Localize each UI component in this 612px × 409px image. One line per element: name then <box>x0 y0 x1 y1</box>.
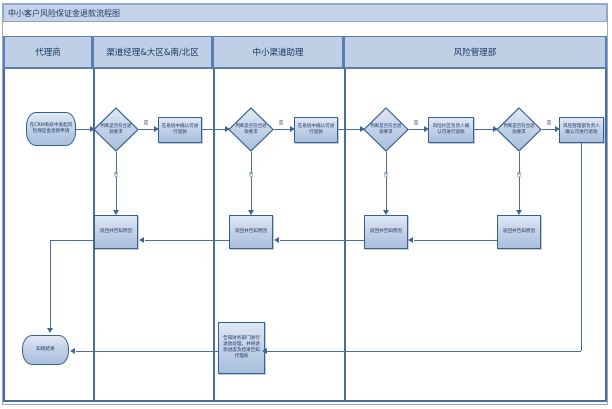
edge-dec4-yes <box>542 129 557 130</box>
edge-reject1-to-end-v <box>50 240 51 330</box>
edge-label-dec2-no: 否 <box>247 172 254 177</box>
edge-dec4-no-arrow <box>516 210 522 215</box>
node-confirm-risk-dept-owner-label: 风险管理部负责人确认可进行退款 <box>563 123 600 135</box>
node-reject-channel-asst[interactable]: 驳回并告知原因 <box>229 215 273 249</box>
edge-dec2-no-arrow <box>248 210 254 215</box>
edge-proc2-to-dec3 <box>338 129 362 130</box>
diagram-title-bar: 中小客户风险保证金退款流程图 <box>3 4 607 22</box>
edge-reject4-to-reject3-arrow <box>408 237 413 243</box>
diamond-shape-icon <box>363 107 409 152</box>
swimlane-header-row: 代理商 渠道经理&大区&南/北区 中小渠道助理 风险管理部 <box>3 36 607 68</box>
lane-header-risk-dept: 风险管理部 <box>344 36 607 68</box>
node-decision-risk-area[interactable]: 判断是否符合退款要求 <box>363 107 409 152</box>
edge-dec3-no <box>386 152 387 212</box>
diamond-shape-icon <box>496 107 542 152</box>
edge-dec1-yes <box>139 129 156 130</box>
edge-dec2-yes <box>274 129 292 130</box>
node-end-label: 知晓结果 <box>36 346 55 352</box>
edge-dec1-no-arrow <box>113 210 119 215</box>
edge-reject2-to-reject1 <box>145 240 229 241</box>
node-confirm-risk-area-owner[interactable]: 风险片区负责人确认可进行退款 <box>428 117 474 143</box>
diamond-shape-icon <box>93 107 139 152</box>
node-reject-channel-mgr[interactable]: 驳回并告知原因 <box>94 215 138 249</box>
edge-proc4-to-finance-v <box>581 143 582 351</box>
node-confirm-channel-asst[interactable]: 在系统中确认可进行退款 <box>294 117 338 143</box>
node-notify-finance-label: 告知财务部门进行退款处理，并将退款进度及结果告知代理商 <box>223 335 260 360</box>
edge-dec4-yes-arrow <box>555 126 560 132</box>
node-decision-channel-asst[interactable]: 判断是否符合退款要求 <box>228 107 274 152</box>
lane-header-channel-mgr: 渠道经理&大区&南/北区 <box>93 36 213 68</box>
node-start-label: 在CRM系统中发起风险保证金退款申请 <box>29 122 73 134</box>
edge-dec3-no-arrow <box>383 210 389 215</box>
edge-proc1-to-dec2 <box>202 129 227 130</box>
edge-label-dec3-yes: 是 <box>412 120 419 125</box>
edge-proc4-to-finance-arrow <box>262 348 267 354</box>
node-reject-channel-asst-label: 驳回并告知原因 <box>234 228 268 234</box>
edge-dec4-no <box>519 152 520 212</box>
node-confirm-risk-dept-owner[interactable]: 风险管理部负责人确认可进行退款 <box>559 117 604 143</box>
edge-proc2-to-dec3-arrow <box>360 126 365 132</box>
edge-dec1-yes-arrow <box>154 126 159 132</box>
node-reject-risk-area[interactable]: 驳回并告知原因 <box>364 215 408 249</box>
edge-proc4-to-finance-h <box>265 351 581 352</box>
edge-reject4-to-reject3 <box>414 240 497 241</box>
node-notify-finance[interactable]: 告知财务部门进行退款处理，并将退款进度及结果告知代理商 <box>218 322 265 374</box>
edge-label-dec3-no: 否 <box>382 172 389 177</box>
edge-reject2-to-reject1-arrow <box>139 237 144 243</box>
edge-label-dec1-no: 否 <box>112 172 119 177</box>
edge-reject3-to-reject2 <box>280 240 364 241</box>
edge-start-to-dec1 <box>76 129 92 130</box>
edge-label-dec4-no: 否 <box>515 172 522 177</box>
edge-reject1-to-end-h <box>50 240 94 241</box>
node-decision-channel-mgr[interactable]: 判断是否符合退款要求 <box>93 107 139 152</box>
node-confirm-channel-asst-label: 在系统中确认可进行退款 <box>297 123 335 135</box>
edge-finance-to-end-arrow <box>70 348 75 354</box>
node-decision-channel-asst-label: 判断是否符合退款要求 <box>235 123 267 135</box>
node-decision-risk-dept-label: 判断是否符合退款要求 <box>503 123 535 135</box>
lane-header-agent: 代理商 <box>3 36 93 68</box>
node-confirm-risk-area-owner-label: 风险片区负责人确认可进行退款 <box>432 123 470 135</box>
lane-header-channel-asst: 中小渠道助理 <box>213 36 344 68</box>
edge-dec3-yes <box>409 129 426 130</box>
node-confirm-channel-mgr[interactable]: 在系统中确认可进行退款 <box>158 117 202 143</box>
edge-label-dec2-yes: 是 <box>277 120 284 125</box>
edge-proc3-to-dec4 <box>474 129 495 130</box>
edge-start-to-dec1-arrow <box>90 126 95 132</box>
edge-label-dec4-yes: 是 <box>545 120 552 125</box>
node-decision-risk-area-label: 判断是否符合退款要求 <box>370 123 402 135</box>
edge-dec1-no <box>116 152 117 212</box>
node-decision-risk-dept[interactable]: 判断是否符合退款要求 <box>496 107 542 152</box>
edge-proc3-to-dec4-arrow <box>493 126 498 132</box>
node-reject-channel-mgr-label: 驳回并告知原因 <box>99 228 133 234</box>
node-end[interactable]: 知晓结果 <box>22 335 69 365</box>
edge-label-dec1-yes: 是 <box>142 120 149 125</box>
page-title: 中小客户风险保证金退款流程图 <box>8 8 120 18</box>
node-reject-risk-area-label: 驳回并告知原因 <box>369 228 403 234</box>
node-reject-risk-dept-label: 驳回并告知原因 <box>502 228 536 234</box>
node-start[interactable]: 在CRM系统中发起风险保证金退款申请 <box>26 112 76 146</box>
node-decision-channel-mgr-label: 判断是否符合退款要求 <box>100 123 132 135</box>
edge-reject3-to-reject2-arrow <box>274 237 279 243</box>
node-confirm-channel-mgr-label: 在系统中确认可进行退款 <box>161 123 199 135</box>
edge-proc1-to-dec2-arrow <box>225 126 230 132</box>
edge-finance-to-end <box>76 351 218 352</box>
edge-dec2-no <box>251 152 252 212</box>
edge-dec3-yes-arrow <box>424 126 429 132</box>
node-reject-risk-dept[interactable]: 驳回并告知原因 <box>497 215 541 249</box>
diamond-shape-icon <box>228 107 274 152</box>
edge-dec2-yes-arrow <box>290 126 295 132</box>
edge-reject1-to-end-arrow <box>47 328 53 333</box>
